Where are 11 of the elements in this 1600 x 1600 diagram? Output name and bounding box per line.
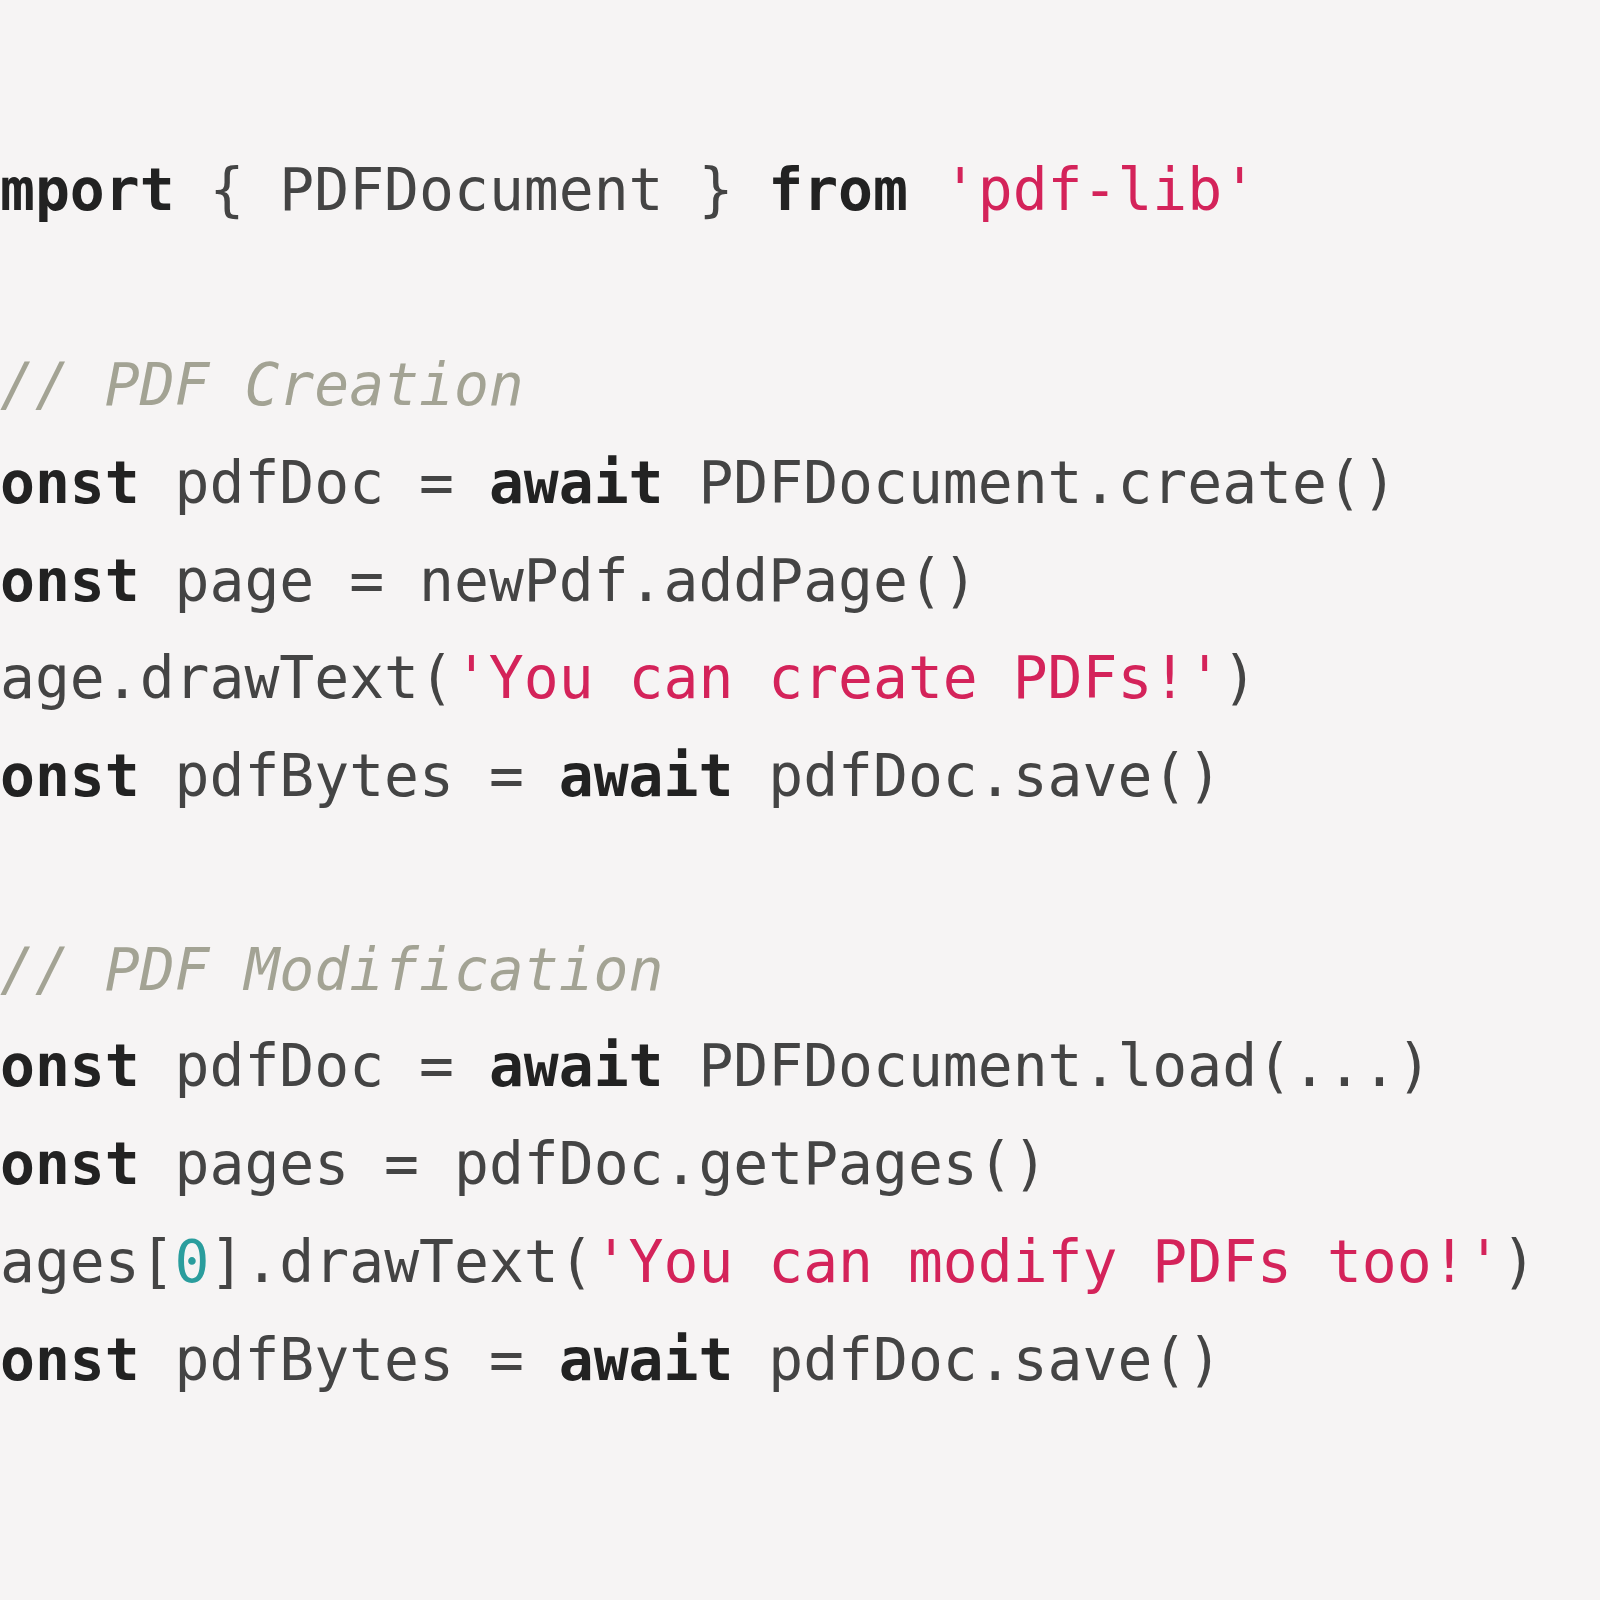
code-comment: // PDF Modification bbox=[0, 935, 664, 1006]
code-line: onst pdfBytes = await pdfDoc.save() bbox=[0, 741, 1223, 812]
code-line: onst page = newPdf.addPage() bbox=[0, 546, 978, 617]
code-line: ages[0].drawText('You can modify PDFs too!') bbox=[0, 1227, 1537, 1298]
code-line: onst pdfDoc = await PDFDocument.load(...) bbox=[0, 1031, 1432, 1102]
code-line: onst pages = pdfDoc.getPages() bbox=[0, 1129, 1048, 1200]
code-line: age.drawText('You can create PDFs!') bbox=[0, 643, 1258, 714]
code-line: onst pdfDoc = await PDFDocument.create() bbox=[0, 448, 1397, 519]
code-comment: // PDF Creation bbox=[0, 350, 524, 421]
code-line: mport { PDFDocument } from 'pdf-lib' bbox=[0, 155, 1258, 226]
code-line: onst pdfBytes = await pdfDoc.save() bbox=[0, 1325, 1223, 1396]
